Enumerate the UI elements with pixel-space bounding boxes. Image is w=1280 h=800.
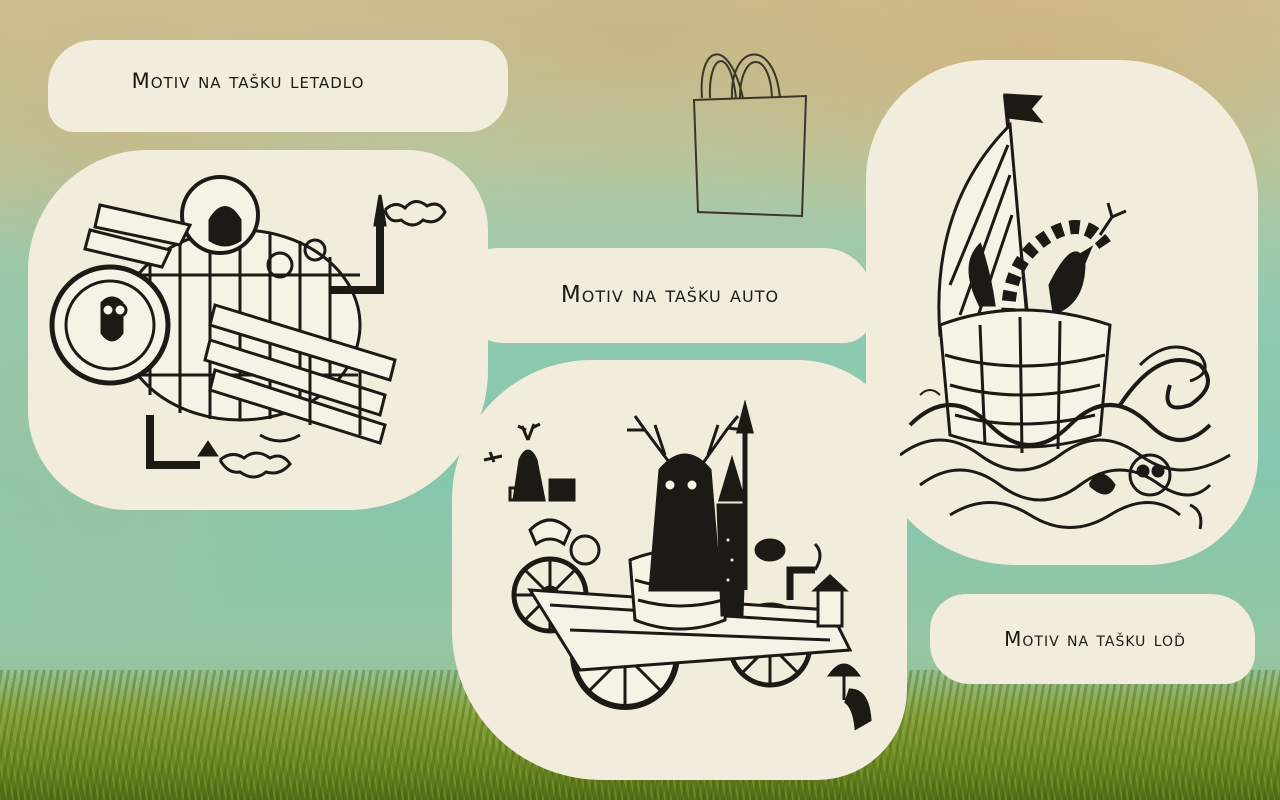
- car-label-text: Motiv na tašku auto: [560, 282, 780, 308]
- boat-label-text: Motiv na tašku loď: [1004, 627, 1186, 651]
- steampunk-car-illustration[interactable]: [470, 399, 900, 750]
- plane-label-text: Motiv na tašku letadlo: [131, 69, 365, 93]
- steampunk-plane-illustration[interactable]: [40, 175, 480, 495]
- label-patch-car: [458, 248, 873, 343]
- label-patch-boat: [930, 594, 1255, 684]
- boat-label-link[interactable]: Motiv na tašku loď: [940, 598, 1250, 680]
- car-label-link[interactable]: Motiv na tašku auto: [470, 250, 870, 340]
- plane-label-link[interactable]: Motiv na tašku letadlo: [48, 40, 448, 122]
- barrel-boat-illustration[interactable]: [899, 85, 1240, 545]
- label-patch-plane: [48, 40, 508, 132]
- tote-bag-icon[interactable]: [688, 36, 818, 221]
